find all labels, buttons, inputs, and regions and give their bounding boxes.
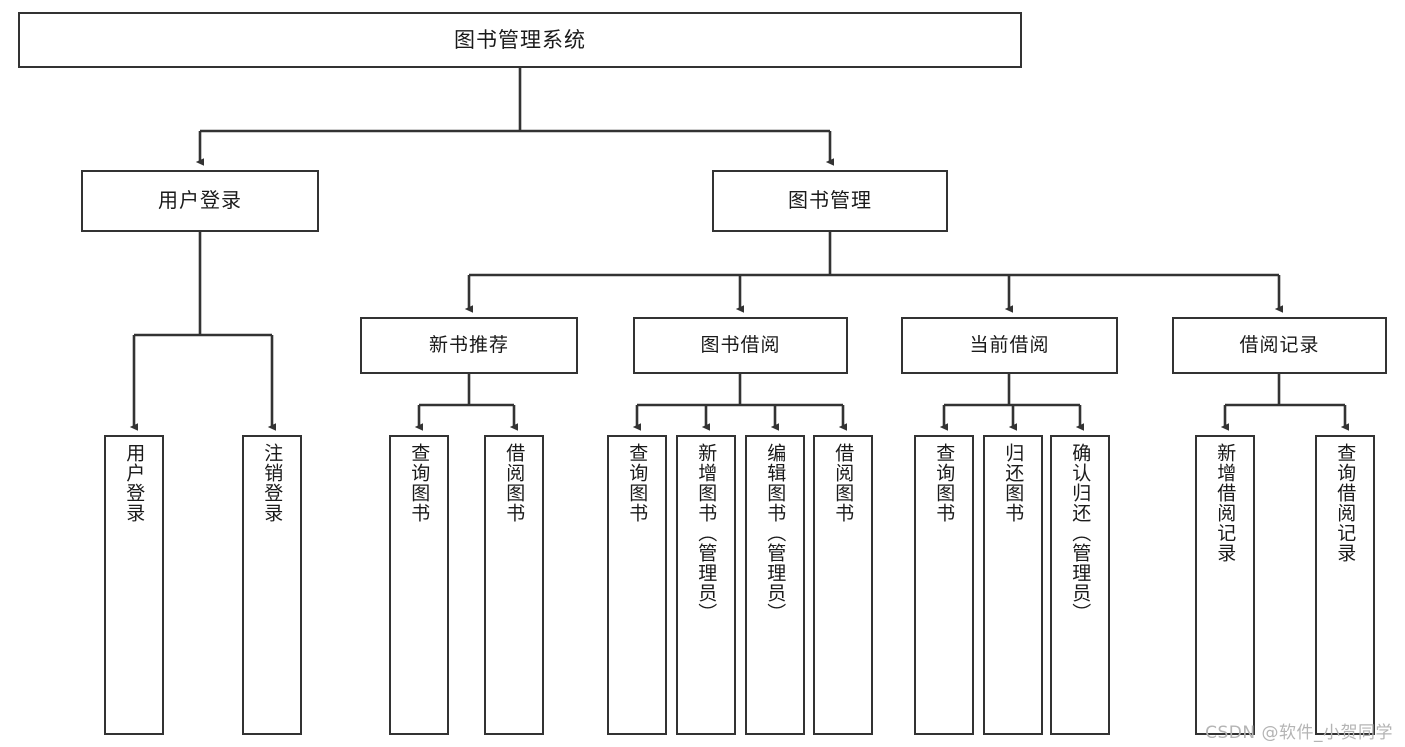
node-label: 借阅记录 [1239, 334, 1320, 357]
node-label: 查询图书 [408, 443, 431, 523]
node-label: 用户登录 [158, 188, 242, 213]
node-leaf-return-book[interactable]: 归还图书 [983, 435, 1043, 735]
node-label: 图书管理 [788, 188, 872, 213]
node-leaf-query-record[interactable]: 查询借阅记录 [1315, 435, 1375, 735]
node-label: 确认归还（管理员） [1069, 443, 1092, 623]
node-borrow-record[interactable]: 借阅记录 [1172, 317, 1387, 374]
node-leaf-query-book-2[interactable]: 查询图书 [607, 435, 667, 735]
node-leaf-add-record[interactable]: 新增借阅记录 [1195, 435, 1255, 735]
node-leaf-borrow-book-1[interactable]: 借阅图书 [484, 435, 544, 735]
node-label: 注销登录 [261, 443, 284, 523]
node-label: 新增图书（管理员） [695, 443, 718, 623]
node-book-manage[interactable]: 图书管理 [712, 170, 948, 232]
node-label: 新书推荐 [428, 334, 509, 357]
node-new-book-recommend[interactable]: 新书推荐 [360, 317, 578, 374]
node-label: 查询图书 [933, 443, 956, 523]
node-book-borrow[interactable]: 图书借阅 [633, 317, 848, 374]
node-leaf-user-logout[interactable]: 注销登录 [242, 435, 302, 735]
node-label: 查询借阅记录 [1334, 443, 1357, 563]
node-label: 借阅图书 [503, 443, 526, 523]
node-label: 图书管理系统 [454, 27, 586, 52]
node-leaf-query-book-1[interactable]: 查询图书 [389, 435, 449, 735]
node-label: 编辑图书（管理员） [764, 443, 787, 623]
node-current-borrow[interactable]: 当前借阅 [901, 317, 1118, 374]
node-label: 借阅图书 [832, 443, 855, 523]
node-leaf-query-book-3[interactable]: 查询图书 [914, 435, 974, 735]
node-label: 当前借阅 [969, 334, 1050, 357]
node-leaf-confirm-return[interactable]: 确认归还（管理员） [1050, 435, 1110, 735]
node-label: 图书借阅 [700, 334, 781, 357]
node-label: 归还图书 [1002, 443, 1025, 523]
node-label: 查询图书 [626, 443, 649, 523]
node-leaf-edit-book[interactable]: 编辑图书（管理员） [745, 435, 805, 735]
node-label: 新增借阅记录 [1214, 443, 1237, 563]
node-leaf-add-book[interactable]: 新增图书（管理员） [676, 435, 736, 735]
node-user-login[interactable]: 用户登录 [81, 170, 319, 232]
node-root-system[interactable]: 图书管理系统 [18, 12, 1022, 68]
node-leaf-borrow-book-2[interactable]: 借阅图书 [813, 435, 873, 735]
csdn-watermark: CSDN @软件_小贺同学 [1205, 723, 1393, 743]
node-label: 用户登录 [123, 443, 146, 523]
node-leaf-user-login[interactable]: 用户登录 [104, 435, 164, 735]
